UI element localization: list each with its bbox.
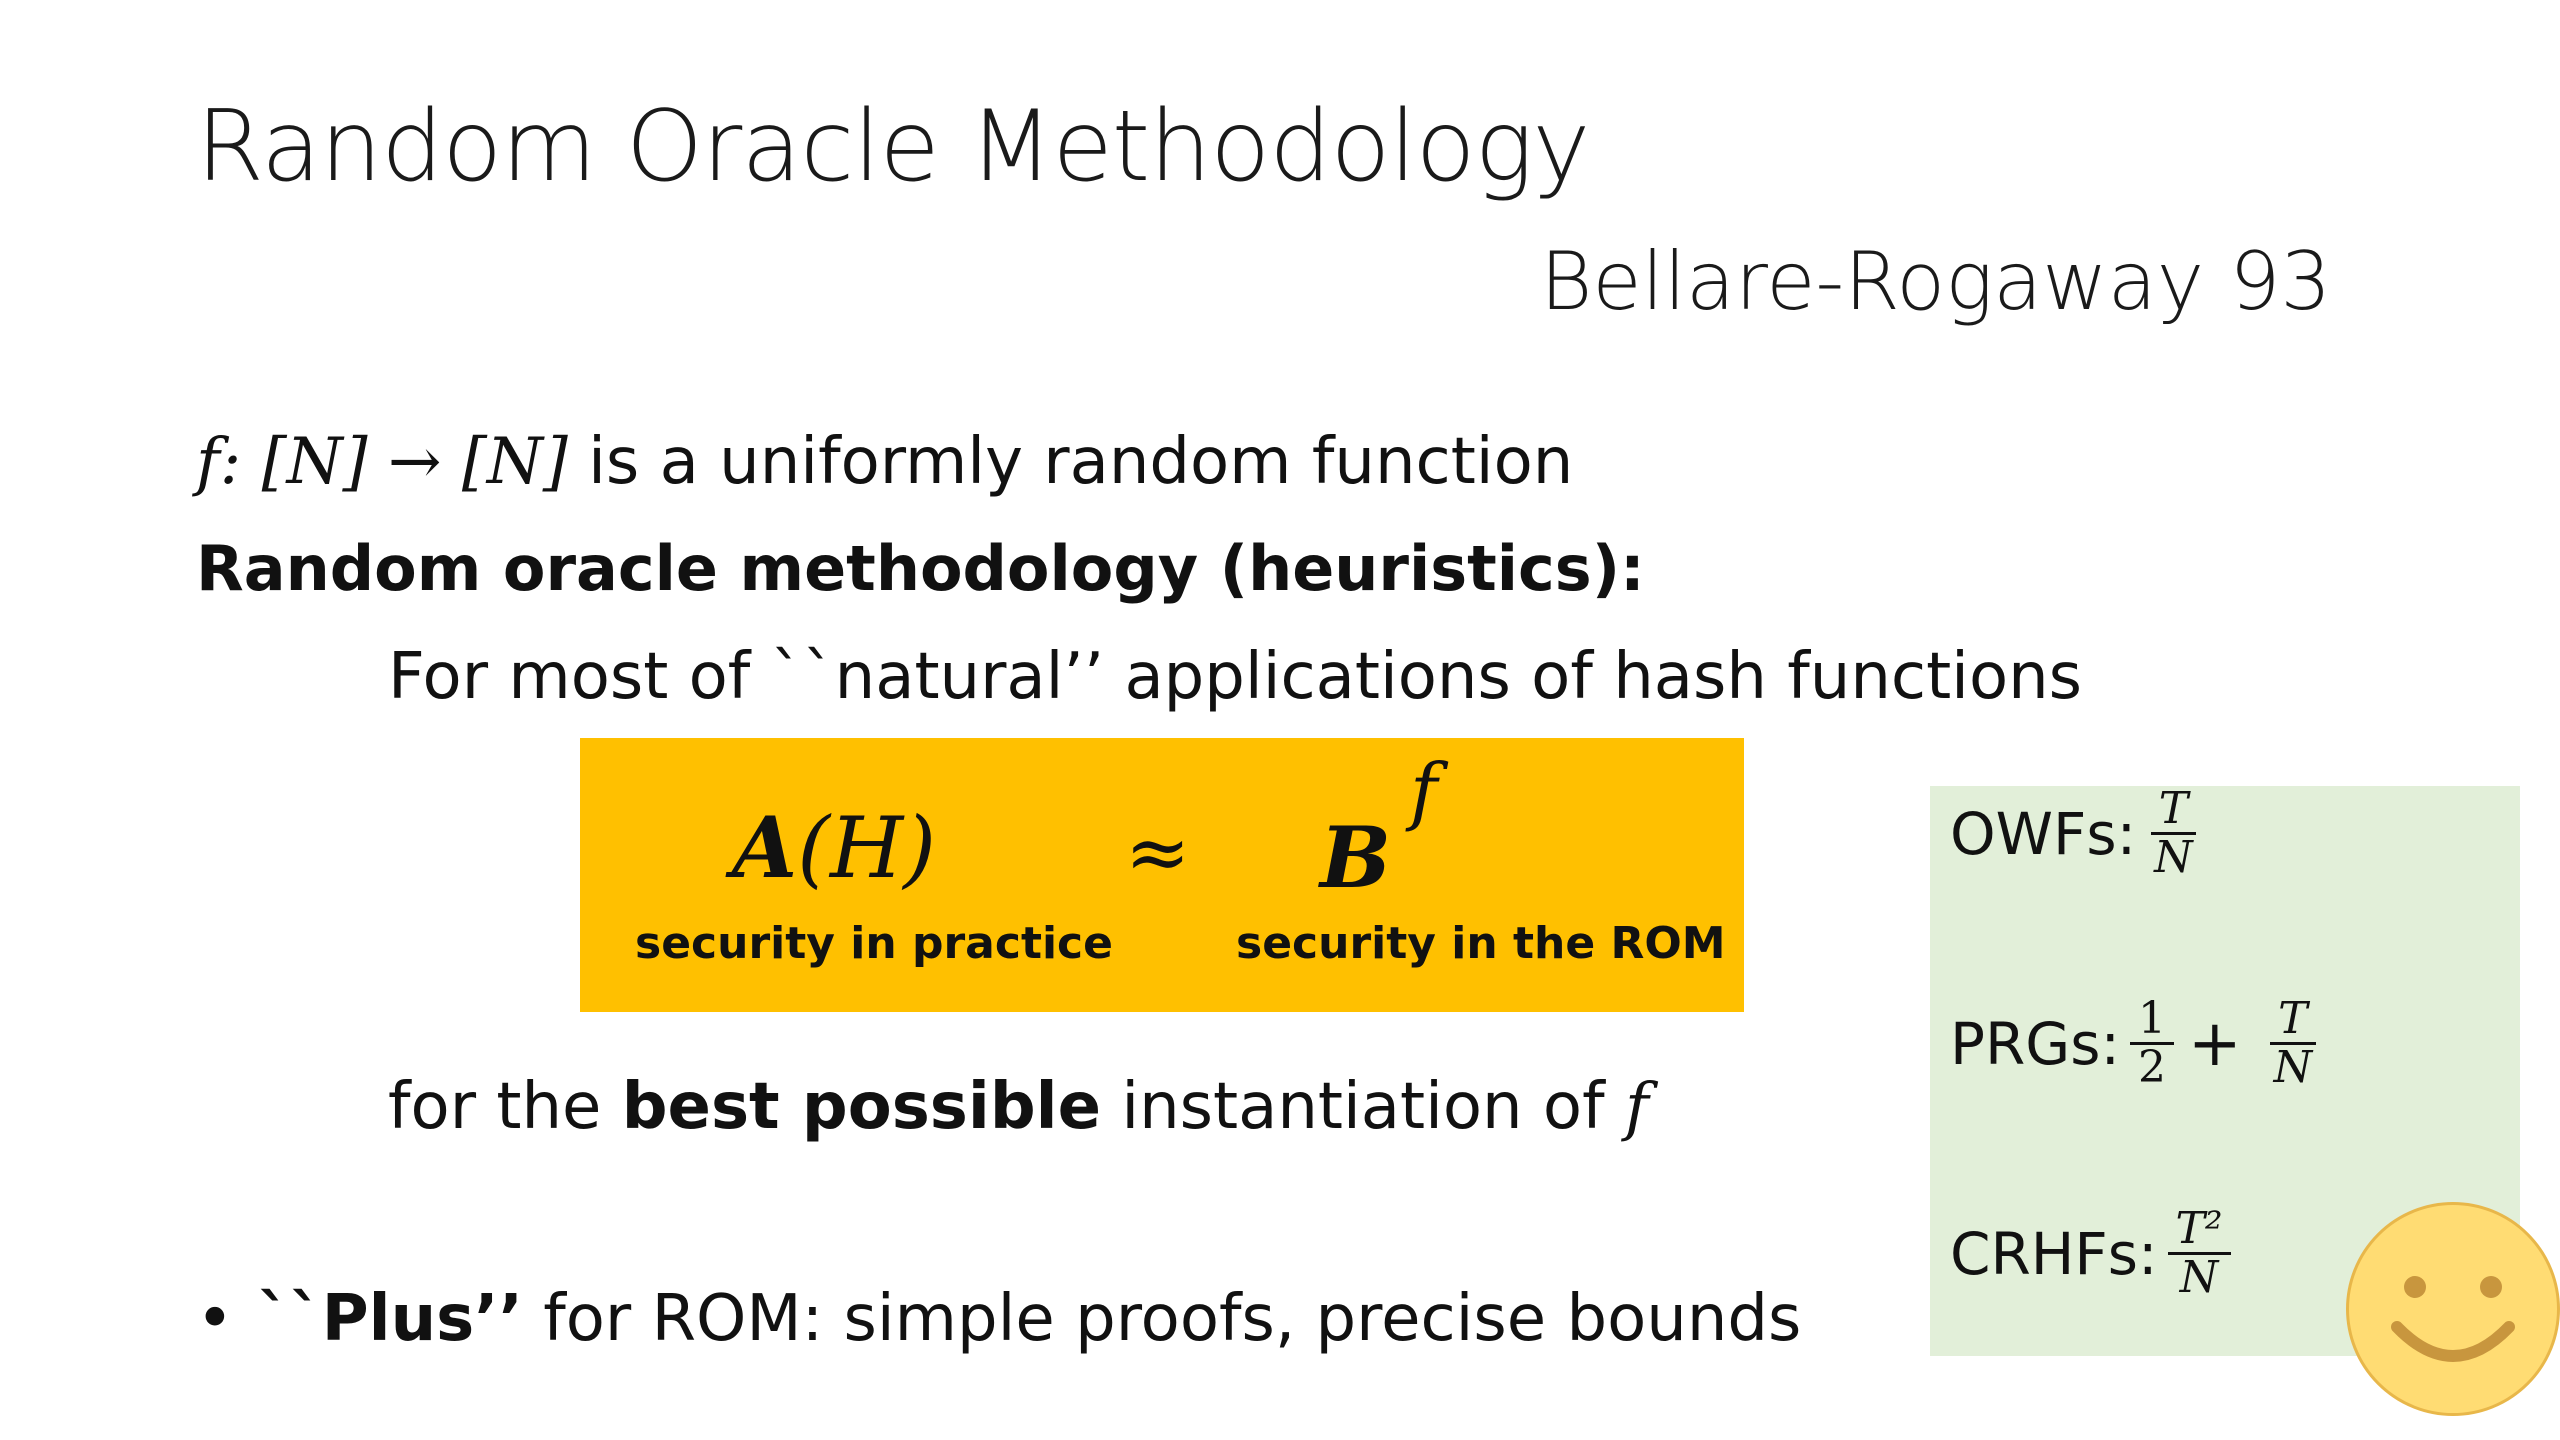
plus-bullet-line: • ``Plus’’ for ROM: simple proofs, precis…: [196, 1282, 1801, 1356]
definition-line: f: [N] → [N] is a uniformly random funct…: [196, 425, 1573, 499]
prg-denominator: N: [2273, 1042, 2313, 1094]
prg-label: PRGs:: [1950, 1009, 2120, 1078]
security-comparison-box: A(H) ≈ B f security in practice security…: [580, 738, 1744, 1012]
instantiation-math: f: [1624, 1070, 1649, 1144]
bounds-box: OWFs: T N PRGs: 1 2 + T N CRHFs: T² N: [1930, 785, 2520, 1356]
smiley-face-icon: [2391, 1276, 2515, 1362]
owf-bound: OWFs: T N: [1950, 785, 2201, 884]
practice-symbol: A(H): [732, 798, 936, 897]
oracle-superscript: f: [1410, 748, 1438, 834]
rom-symbol: B: [1320, 808, 1391, 907]
prg-half-fraction: 1 2: [2129, 995, 2174, 1094]
crhf-fraction: T² N: [2167, 1205, 2231, 1304]
slide-title: Random Oracle Methodology: [196, 90, 1590, 204]
owf-fraction: T N: [2146, 785, 2201, 884]
owf-label: OWFs:: [1950, 799, 2137, 868]
owf-numerator: T: [2150, 785, 2197, 836]
crhf-denominator: N: [2179, 1252, 2219, 1304]
adversary-A: A: [732, 798, 798, 897]
instantiation-pre: for the: [388, 1070, 622, 1144]
attribution: Bellare-Rogaway 93: [1540, 235, 2332, 328]
hash-argument: (H): [797, 799, 936, 897]
crhf-numerator: T²: [2167, 1205, 2231, 1256]
crhf-bound: CRHFs: T² N: [1950, 1205, 2231, 1304]
methodology-heading: Random oracle methodology (heuristics):: [196, 532, 1645, 605]
instantiation-post: instantiation of: [1100, 1070, 1625, 1144]
crhf-label: CRHFs:: [1950, 1219, 2158, 1288]
label-security-in-practice: security in practice: [635, 918, 1113, 969]
prg-bound: PRGs: 1 2 + T N: [1950, 995, 2321, 1094]
plus-bold: ``Plus’’: [257, 1282, 523, 1356]
instantiation-line: for the best possible instantiation of f: [388, 1070, 1649, 1144]
prg-half-numerator: 1: [2129, 995, 2174, 1046]
prg-plus: +: [2187, 1006, 2242, 1081]
prg-half-denominator: 2: [2137, 1042, 2166, 1094]
prg-numerator: T: [2270, 995, 2316, 1046]
definition-math: f: [N] → [N]: [196, 425, 568, 499]
smiley-icon: [2346, 1202, 2560, 1416]
label-security-in-rom: security in the ROM: [1236, 918, 1726, 969]
prg-fraction: T N: [2266, 995, 2321, 1094]
definition-text: is a uniformly random function: [567, 425, 1574, 499]
instantiation-bold: best possible: [621, 1070, 1101, 1144]
approx-symbol: ≈: [1125, 808, 1191, 898]
applications-line: For most of ``natural’’ applications of …: [388, 640, 2082, 714]
bullet-dot: •: [196, 1282, 234, 1356]
plus-rest: for ROM: simple proofs, precise bounds: [522, 1282, 1802, 1356]
owf-denominator: N: [2154, 832, 2193, 884]
